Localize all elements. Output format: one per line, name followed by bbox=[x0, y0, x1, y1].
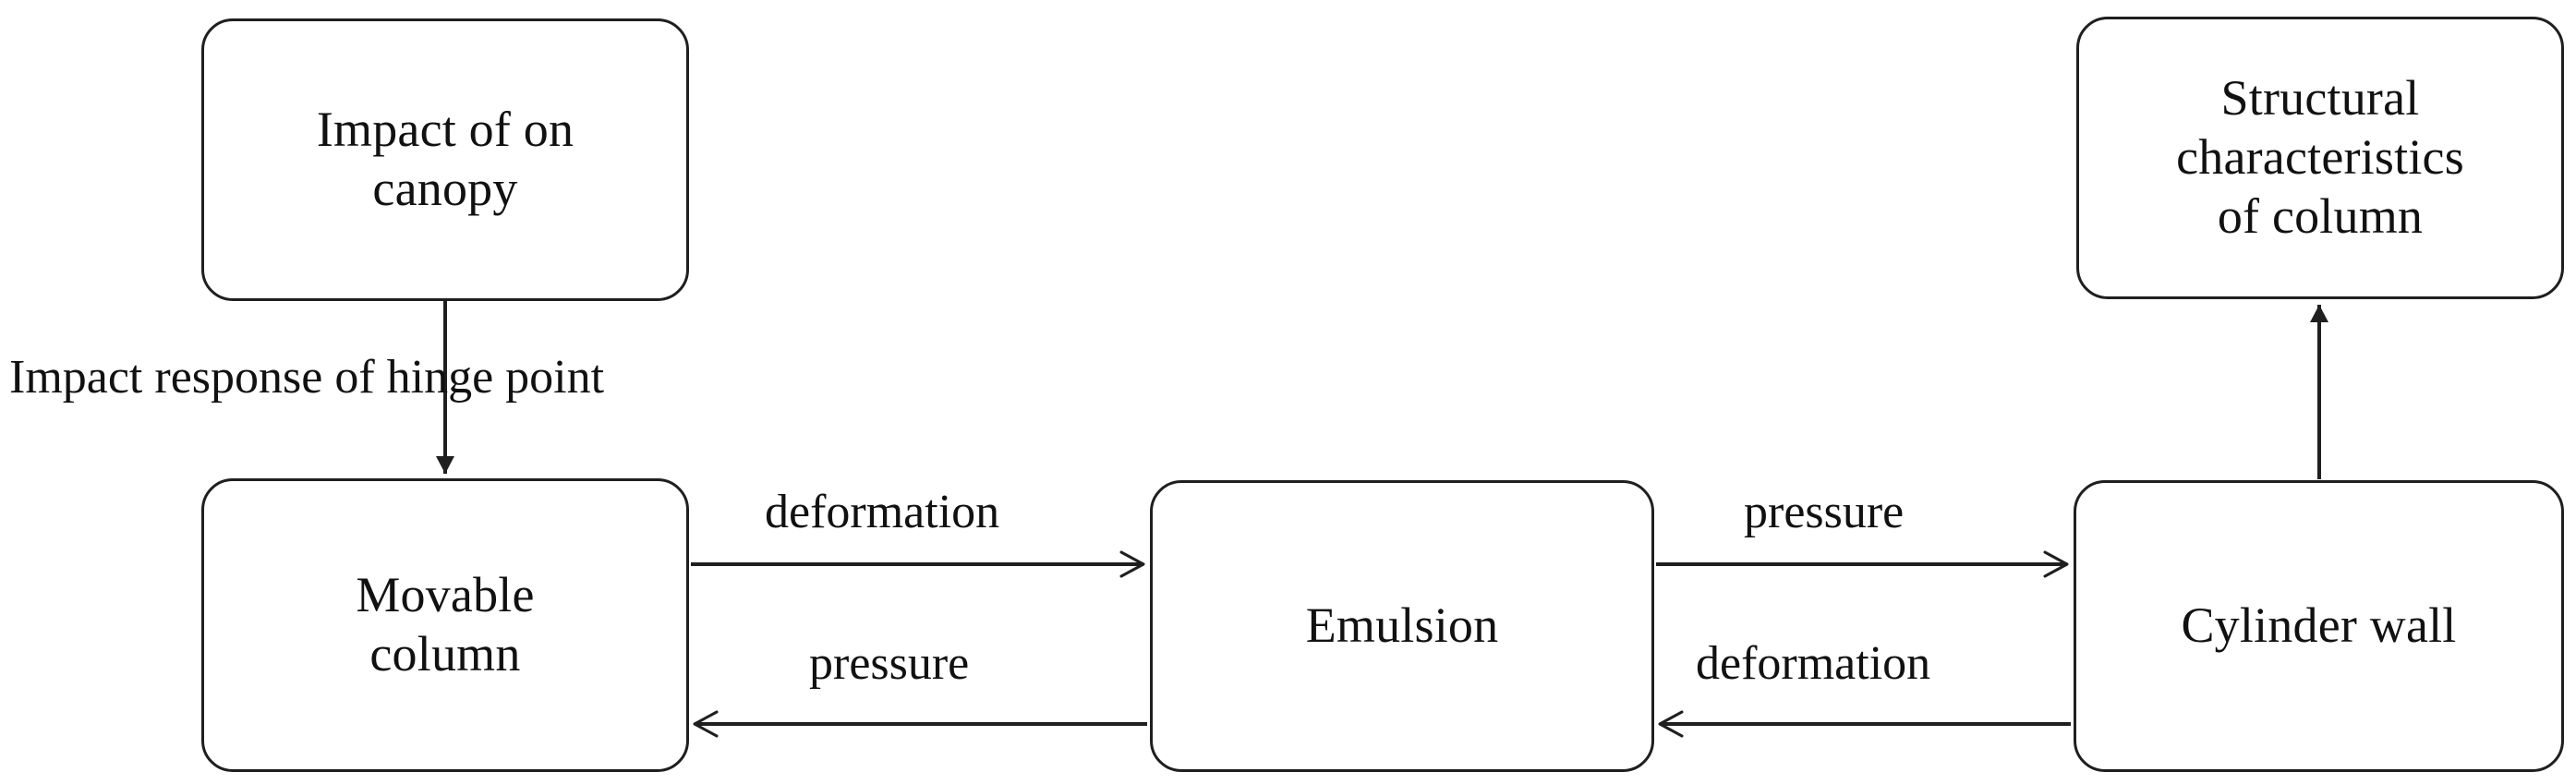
node-structural-characteristics-of-column[interactable]: Structural characteristics of column bbox=[2076, 17, 2564, 299]
node-cylinder-wall[interactable]: Cylinder wall bbox=[2074, 480, 2564, 772]
edge-label-pressure-emulsion-to-movable: pressure bbox=[809, 637, 970, 690]
node-emulsion[interactable]: Emulsion bbox=[1150, 480, 1654, 772]
node-movable-column[interactable]: Movable column bbox=[201, 478, 689, 772]
node-impact-of-on-canopy[interactable]: Impact of on canopy bbox=[201, 18, 689, 301]
node-label-structural-characteristics-of-column: Structural characteristics of column bbox=[2176, 70, 2464, 244]
node-label-movable-column: Movable column bbox=[356, 567, 535, 681]
edge-label-impact-response-of-hinge-point: Impact response of hinge point bbox=[9, 351, 605, 404]
node-label-cylinder-wall: Cylinder wall bbox=[2181, 597, 2457, 654]
edge-label-deformation-cylinder-to-emulsion: deformation bbox=[1696, 637, 1931, 690]
edge-label-deformation-movable-to-emulsion: deformation bbox=[765, 486, 1000, 538]
node-label-impact-of-on-canopy: Impact of on canopy bbox=[316, 102, 574, 216]
node-label-emulsion: Emulsion bbox=[1305, 597, 1499, 654]
edge-label-pressure-emulsion-to-cylinder: pressure bbox=[1744, 486, 1905, 538]
